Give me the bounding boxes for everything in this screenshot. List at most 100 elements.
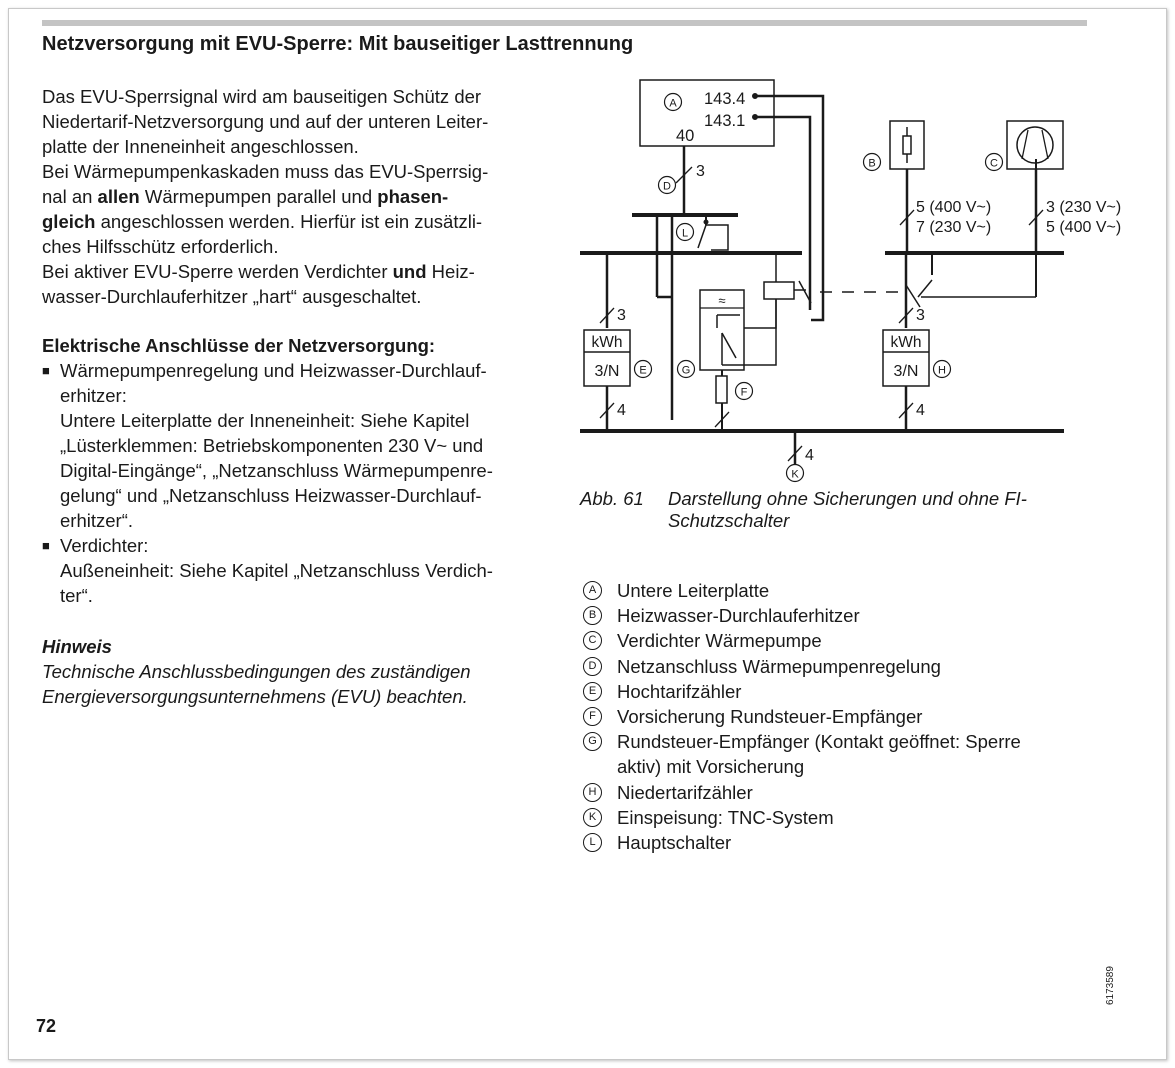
intro-line: Das EVU-Sperrsignal wird am bauseitigen … bbox=[42, 86, 482, 107]
supply-k: 4 K bbox=[785, 431, 814, 483]
bullet-square-icon: ■ bbox=[42, 538, 50, 553]
meter-e-kwh: kWh bbox=[592, 334, 623, 351]
terminal-40: 40 bbox=[676, 127, 694, 145]
intro-line: platte der Inneneinheit angeschlossen. bbox=[42, 136, 359, 157]
emphasis-allen: allen bbox=[97, 186, 140, 207]
legend-key: F bbox=[583, 707, 602, 727]
page-number: 72 bbox=[36, 1016, 57, 1036]
intro-paragraph: Das EVU-Sperrsignal wird am bauseitigen … bbox=[42, 84, 552, 309]
legend-text: Untere Leiterplatte bbox=[617, 580, 770, 601]
legend-text: Netzanschluss Wärmepumpenregelung bbox=[617, 655, 941, 677]
note-line: Energieversorgungsunternehmens (EVU) bea… bbox=[42, 686, 468, 707]
figure-number: Abb. 61 bbox=[580, 488, 644, 509]
label-l: L bbox=[682, 228, 688, 240]
main-switch-l: L bbox=[632, 213, 738, 420]
caption-line: Schutzschalter bbox=[668, 510, 790, 531]
bullet-square-icon: ■ bbox=[42, 363, 50, 378]
label-f: F bbox=[741, 387, 748, 399]
wire-count-b-1: 5 (400 V~) bbox=[916, 199, 991, 216]
list-item: ■ Wärmepumpenregelung und Heizwasser-Dur… bbox=[42, 358, 552, 533]
contactor bbox=[722, 253, 900, 366]
figure-caption-text: Darstellung ohne Sicherungen und ohne FI… bbox=[668, 488, 1027, 532]
active-text: Heiz- bbox=[426, 261, 475, 282]
label-h: H bbox=[938, 365, 946, 377]
connections-heading: Elektrische Anschlüsse der Netzversorgun… bbox=[42, 335, 436, 356]
label-g: G bbox=[682, 365, 691, 377]
legend-key: G bbox=[583, 732, 602, 752]
wire-count-c-1: 3 (230 V~) bbox=[1046, 199, 1121, 216]
wire-count-b-2: 7 (230 V~) bbox=[916, 219, 991, 236]
wire-count-c-2: 5 (400 V~) bbox=[1046, 219, 1121, 236]
ripple-receiver-g: ≈ G F bbox=[676, 289, 754, 431]
legend-text: Rundsteuer-Empfänger (Kontakt geöffnet: … bbox=[617, 731, 1021, 753]
label-d: D bbox=[663, 181, 671, 193]
list-item-line: Wärmepumpenregelung und Heizwasser-Durch… bbox=[60, 360, 487, 381]
controller-supply-d: 3 D bbox=[657, 146, 705, 215]
active-line: wasser-Durchlauferhitzer „hart“ ausgesch… bbox=[42, 286, 422, 307]
note-block: Hinweis Technische Anschlussbedingungen … bbox=[42, 634, 552, 709]
active-text: Bei aktiver EVU-Sperre werden Verdichter bbox=[42, 261, 393, 282]
section-heading: Netzversorgung mit EVU-Sperre: Mit bause… bbox=[42, 33, 634, 55]
emphasis-phasen: phasen- bbox=[377, 186, 449, 207]
legend-item: D Netzanschluss Wärmepumpenregelung bbox=[582, 654, 1082, 679]
water-heater-b: 5 (400 V~) 7 (230 V~) B bbox=[862, 120, 991, 253]
emphasis-und: und bbox=[392, 261, 427, 282]
legend-key: L bbox=[583, 833, 602, 853]
wire-count-h-top: 3 bbox=[916, 307, 925, 324]
wire-count-h-bottom: 4 bbox=[916, 402, 925, 419]
meter-low-tariff-h: 3 kWh 3/N 4 H bbox=[882, 253, 952, 431]
meter-h-kwh: kWh bbox=[891, 334, 922, 351]
legend-item: K Einspeisung: TNC-System bbox=[582, 805, 1082, 830]
cascade-text: angeschlossen werden. Hierfür ist ein zu… bbox=[95, 211, 483, 232]
legend-text: Einspeisung: TNC-System bbox=[617, 806, 834, 828]
caption-line: Darstellung ohne Sicherungen und ohne FI… bbox=[668, 488, 1027, 509]
legend-item: G Rundsteuer-Empfänger (Kontakt geöffnet:… bbox=[582, 729, 1082, 754]
cascade-line: ches Hilfsschütz erforderlich. bbox=[42, 236, 279, 257]
meter-high-tariff-e: 3 kWh 3/N 4 E bbox=[583, 253, 653, 431]
wire-count-d: 3 bbox=[696, 163, 705, 180]
wire-count-e-top: 3 bbox=[617, 307, 626, 324]
cascade-line: Bei Wärmepumpenkaskaden muss das EVU-Spe… bbox=[42, 161, 489, 182]
label-k: K bbox=[791, 469, 799, 481]
legend-item: H Niedertarifzähler bbox=[582, 780, 1082, 805]
legend-key: H bbox=[583, 782, 602, 802]
legend-text: Hochtarifzähler bbox=[617, 680, 742, 702]
wire-count-e-bottom: 4 bbox=[617, 402, 626, 419]
legend-text: Niedertarifzähler bbox=[617, 781, 753, 803]
compressor-c: 3 (230 V~) 5 (400 V~) C bbox=[984, 120, 1121, 253]
list-item-line: erhitzer“. bbox=[60, 510, 133, 531]
figure-caption: Abb. 61 Darstellung ohne Sicherungen und… bbox=[580, 488, 1027, 532]
wiring-diagram: A 143.4 143.1 40 3 D L 3 k bbox=[580, 79, 1121, 483]
list-item-line: Digital-Eingänge“, „Netzanschluss Wärmep… bbox=[60, 460, 493, 481]
legend-item: A Untere Leiterplatte bbox=[582, 578, 1082, 603]
ripple-symbol: ≈ bbox=[718, 293, 725, 308]
wire-count-k: 4 bbox=[805, 447, 814, 464]
legend-key: D bbox=[583, 656, 602, 676]
legend-text: Verdichter Wärmepumpe bbox=[617, 630, 822, 652]
list-item-line: erhitzer: bbox=[60, 385, 127, 406]
meter-e-phase: 3/N bbox=[595, 363, 620, 380]
note-title: Hinweis bbox=[42, 636, 112, 657]
list-item-line: Untere Leiterplatte der Inneneinheit: Si… bbox=[60, 410, 470, 431]
cascade-text: nal an bbox=[42, 186, 98, 207]
pcb-box: A 143.4 143.1 40 bbox=[639, 79, 775, 147]
page-frame bbox=[8, 8, 1167, 1060]
signal-wire-1431 bbox=[755, 115, 812, 310]
list-item-line: Außeneinheit: Siehe Kapitel „Netzanschlu… bbox=[60, 560, 493, 581]
terminal-143-4: 143.4 bbox=[704, 90, 745, 108]
legend-key: K bbox=[583, 807, 602, 827]
legend-key: B bbox=[583, 606, 602, 626]
list-item: ■ Verdichter: Außeneinheit: Siehe Kapite… bbox=[42, 533, 552, 608]
label-a: A bbox=[669, 98, 677, 110]
list-item-line: „Lüsterklemmen: Betriebskomponenten 230 … bbox=[60, 435, 484, 456]
top-rule bbox=[42, 20, 1087, 26]
document-code: 6173589 bbox=[1105, 966, 1116, 1005]
legend-item-continuation: aktiv) mit Vorsicherung bbox=[582, 754, 1082, 779]
legend-text: Hauptschalter bbox=[617, 832, 732, 854]
list-item-line: Verdichter: bbox=[60, 535, 149, 556]
legend-key: A bbox=[583, 581, 602, 600]
